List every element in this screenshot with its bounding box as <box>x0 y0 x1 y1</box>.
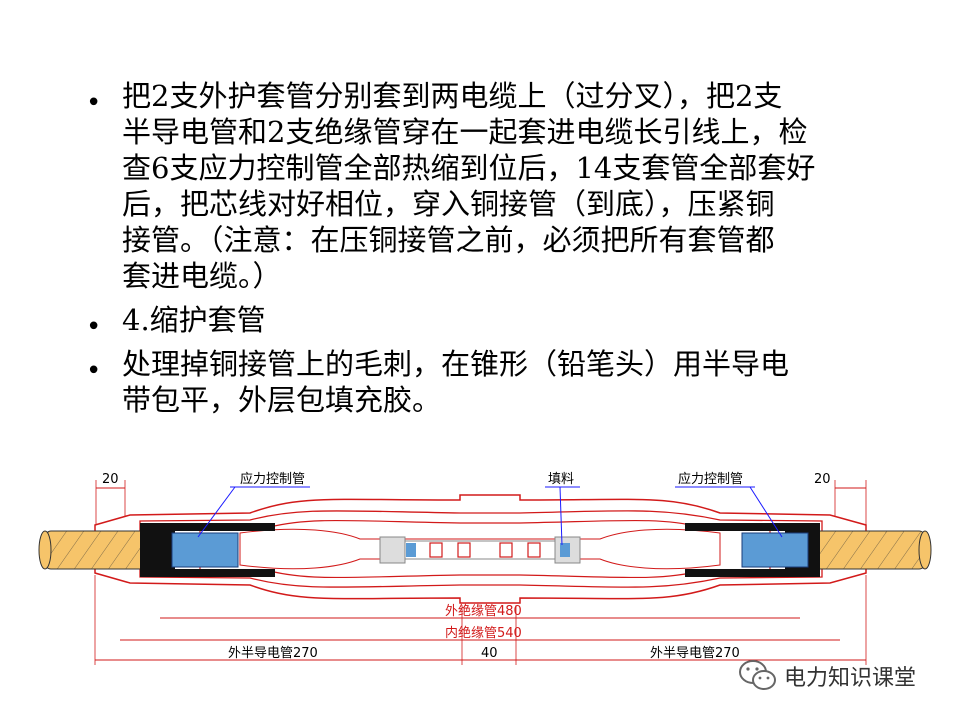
wechat-icon <box>739 660 776 690</box>
bullet-line: 半导电管和2支绝缘管穿在一起套进电缆长引线上，检 <box>122 115 808 149</box>
bullet-line: 4.缩护套管 <box>122 303 266 337</box>
label-stress-left: 应力控制管 <box>240 471 305 487</box>
cable-right-end <box>918 530 932 570</box>
bullet-line: 后，把芯线对好相位，穿入铜接管（到底），压紧铜 <box>122 187 775 221</box>
bullet-item-2: • 4.缩护套管 <box>82 302 882 342</box>
bullet-line: 查6支应力控制管全部热缩到位后，14支套管全部套好 <box>122 151 816 185</box>
dim-outer-insulation: 外绝缘管480 <box>445 603 522 619</box>
inner-sleeve-outline <box>139 510 823 588</box>
bullet-item-3: • 处理掉铜接管上的毛刺，在锥形（铅笔头）用半导电 带包平，外层包填充胶。 <box>82 346 882 418</box>
dim-semi-left: 外半导电管270 <box>228 646 318 661</box>
bullet-dot: • <box>86 312 102 342</box>
bullet-item-1: • 把2支外护套管分别套到两电缆上（过分叉），把2支 半导电管和2支绝缘管穿在一… <box>82 78 882 294</box>
dim-left-20: 20 <box>102 472 119 487</box>
watermark: 电力知识课堂 <box>738 656 953 696</box>
dim-center-40: 40 <box>481 646 498 661</box>
connector-tip-right <box>560 543 570 557</box>
connector-tip-left <box>406 543 416 557</box>
dim-right-20: 20 <box>814 472 831 487</box>
leader-stress-left-arrow <box>197 486 236 538</box>
dim-inner-insulation: 内绝缘管540 <box>445 625 522 641</box>
bullet-list: • 把2支外护套管分别套到两电缆上（过分叉），把2支 半导电管和2支绝缘管穿在一… <box>82 78 882 426</box>
bullet-line: 把2支外护套管分别套到两电缆上（过分叉），把2支 <box>122 79 783 113</box>
connector-body <box>404 540 556 560</box>
semicon-outline <box>239 528 721 570</box>
bullet-line: 接管。（注意：在压铜接管之前，必须把所有套管都 <box>122 223 775 257</box>
copper-connector <box>379 536 581 564</box>
connector-marks <box>429 542 541 558</box>
bullet-line: 带包平，外层包填充胶。 <box>122 383 442 417</box>
dim-semi-right: 外半导电管270 <box>650 646 740 661</box>
leader-stress-right-arrow <box>749 486 783 538</box>
leader-filler-arrow <box>559 486 563 546</box>
stress-tube-right <box>741 532 809 568</box>
bullet-dot: • <box>86 356 102 386</box>
label-filler: 填料 <box>548 472 574 487</box>
joint-diagram-svg: 应力控制管 填料 应力控制管 20 20 外绝缘管480 内绝缘管540 <box>38 471 932 665</box>
cable-left-end <box>38 530 52 570</box>
bullet-dot: • <box>86 88 102 118</box>
stress-tube-left <box>171 532 239 568</box>
bullet-line: 套进电缆。） <box>122 259 282 293</box>
label-stress-right: 应力控制管 <box>678 471 743 487</box>
joint-diagram: 应力控制管 填料 应力控制管 20 20 外绝缘管480 内绝缘管540 <box>0 455 960 720</box>
bullet-line: 处理掉铜接管上的毛刺，在锥形（铅笔头）用半导电 <box>122 347 790 381</box>
watermark-text: 电力知识课堂 <box>784 666 917 691</box>
